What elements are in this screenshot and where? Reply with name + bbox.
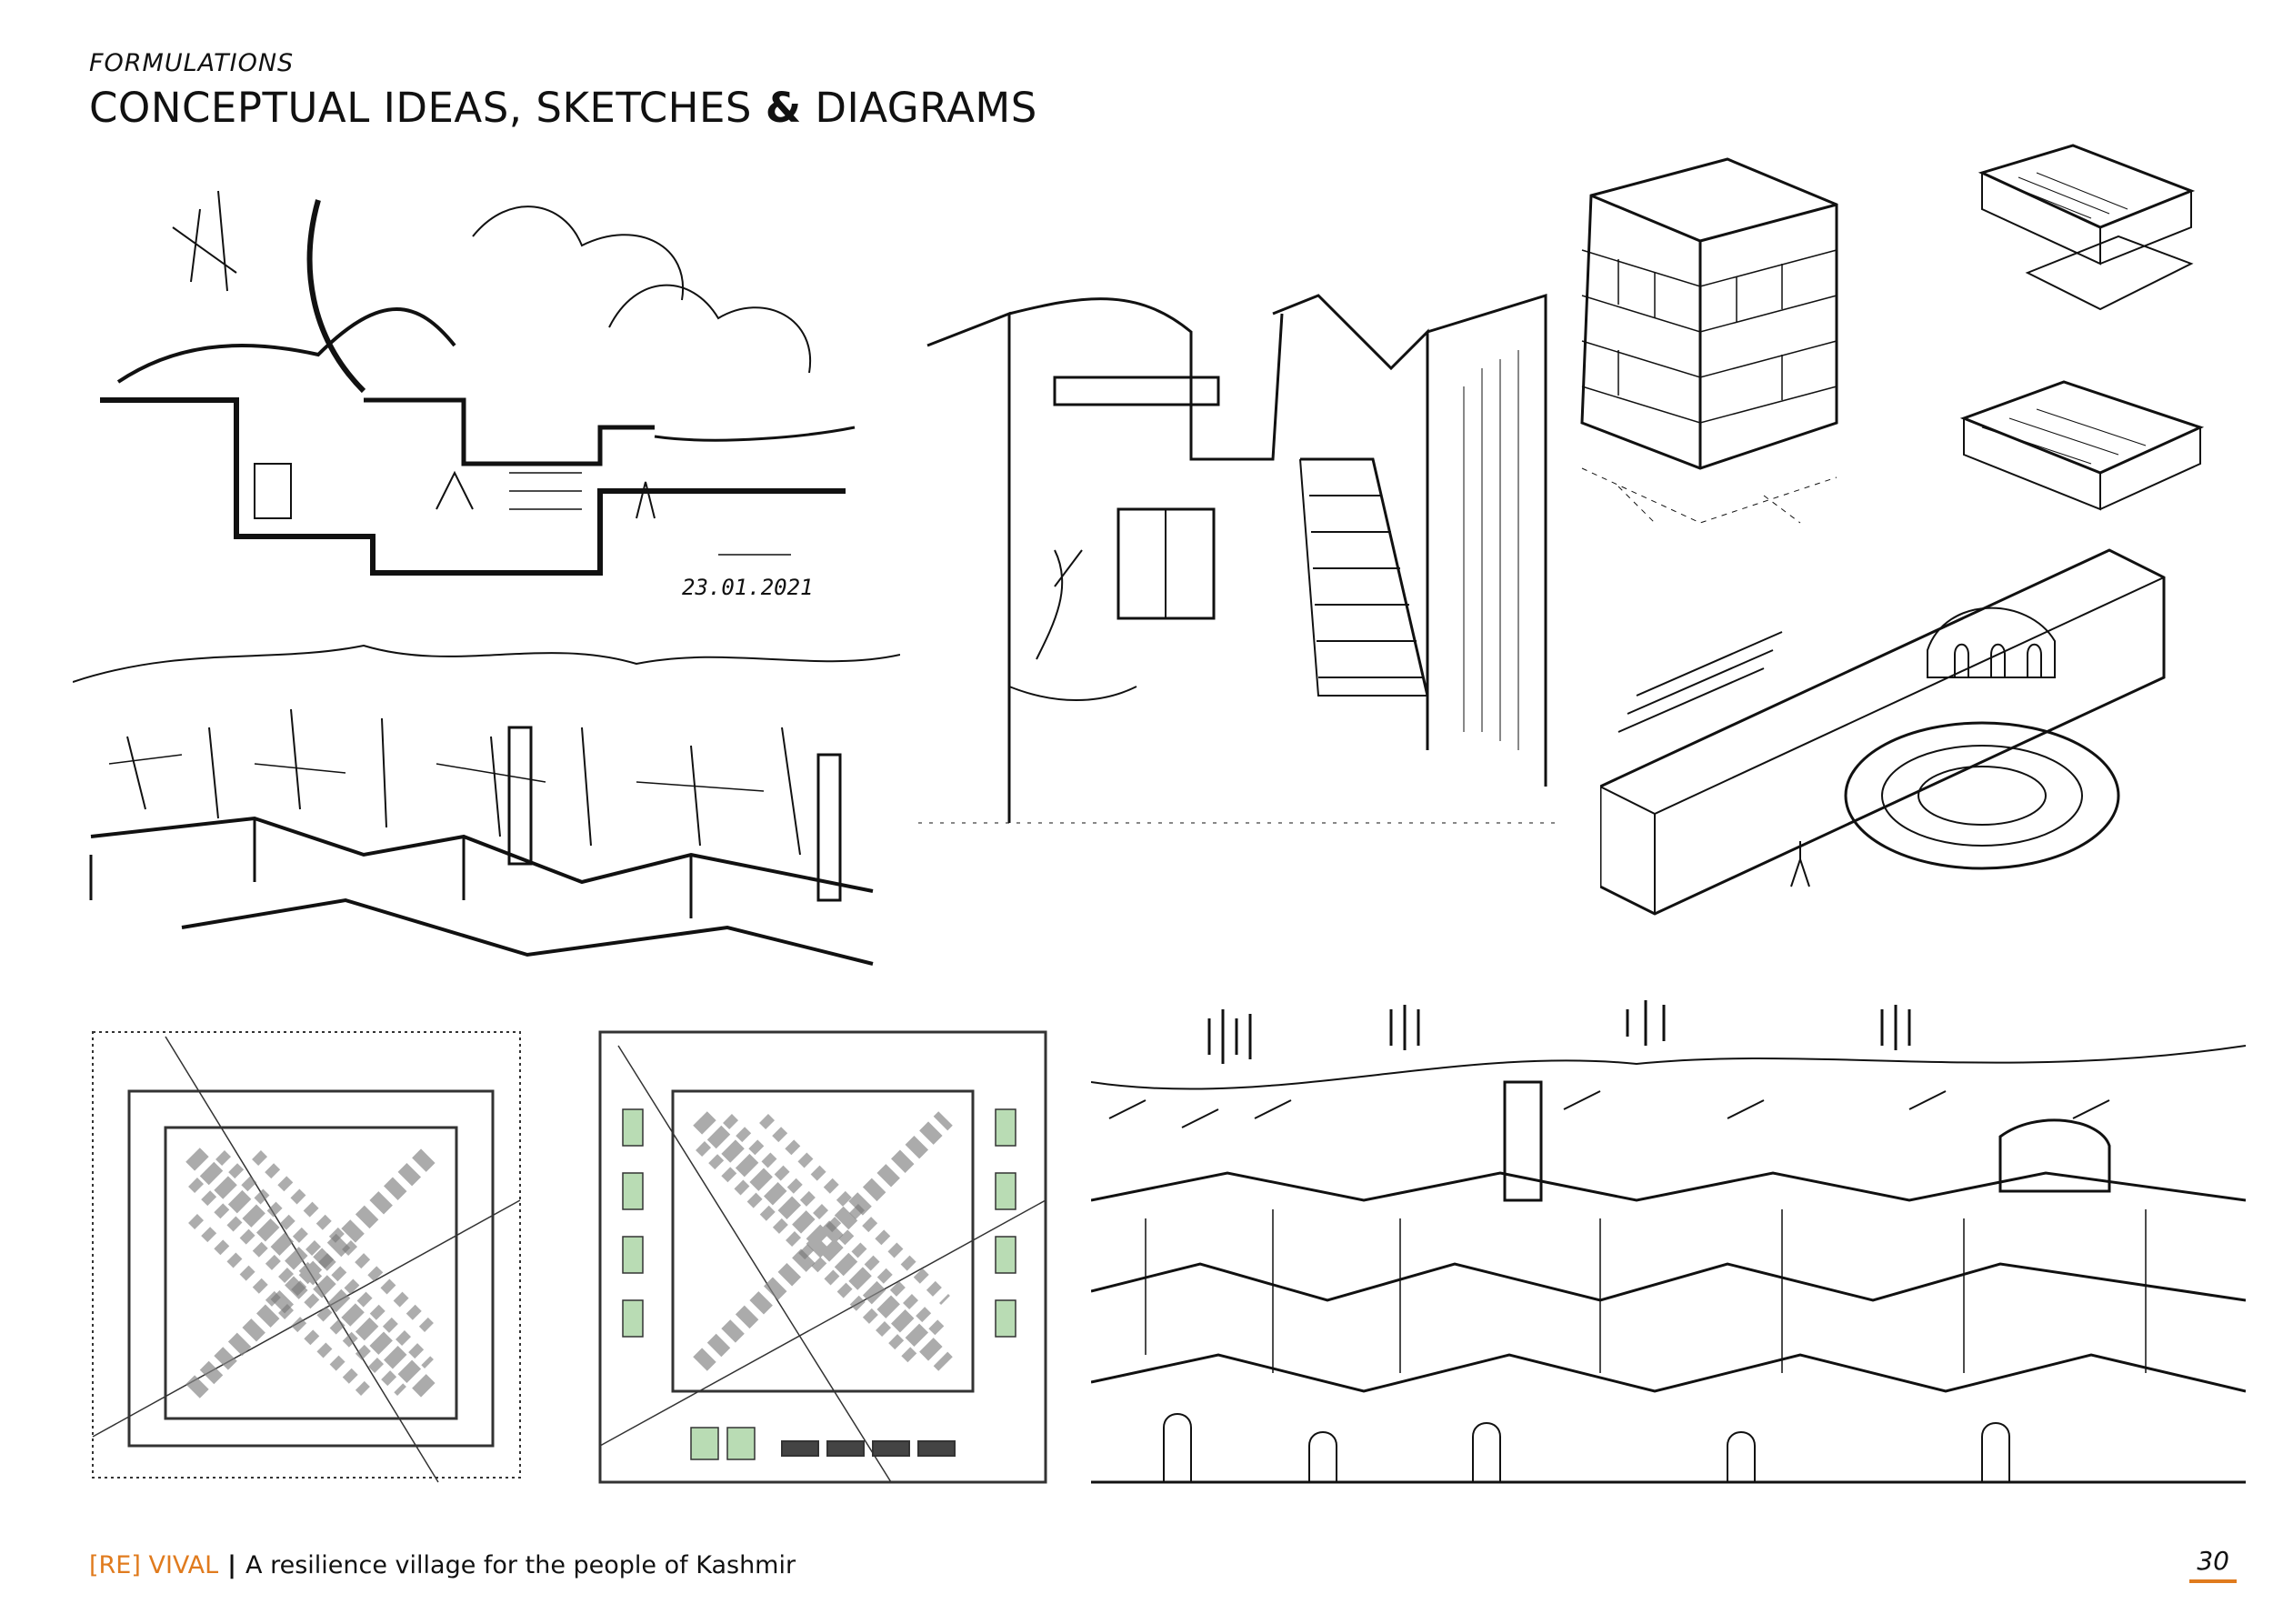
- page-number: 30: [2189, 1546, 2237, 1583]
- title-part-2: DIAGRAMS: [801, 84, 1037, 132]
- courtyard-stair-sketch: [918, 277, 1555, 859]
- section-kicker: FORMULATIONS: [89, 49, 295, 77]
- amphitheatre-isometric-sketch: [1600, 541, 2200, 968]
- village-panorama-sketch: [1091, 991, 2246, 1509]
- section-sketch-dwelling: 23.01.2021: [91, 164, 891, 609]
- project-tagline: A resilience village for the people of K…: [245, 1551, 796, 1579]
- footer-caption: [RE] VIVAL | A resilience village for the …: [89, 1551, 796, 1579]
- aerial-terraces-sketch: [73, 627, 900, 991]
- project-brand: [RE] VIVAL: [89, 1551, 219, 1579]
- sketch-date-note: 23.01.2021: [682, 575, 814, 600]
- master-plan-diagram-green: [591, 1018, 1055, 1496]
- timber-joint-sketch-lower: [1955, 364, 2209, 527]
- title-ampersand: &: [765, 84, 802, 132]
- masonry-corner-sketch: [1564, 141, 1855, 541]
- page-title: CONCEPTUAL IDEAS, SKETCHES & DIAGRAMS: [89, 84, 1037, 132]
- timber-joint-sketch-upper: [1973, 136, 2200, 327]
- master-plan-diagram-grey: [75, 1018, 538, 1496]
- footer-separator: |: [227, 1551, 237, 1579]
- title-part-1: CONCEPTUAL IDEAS, SKETCHES: [89, 84, 766, 132]
